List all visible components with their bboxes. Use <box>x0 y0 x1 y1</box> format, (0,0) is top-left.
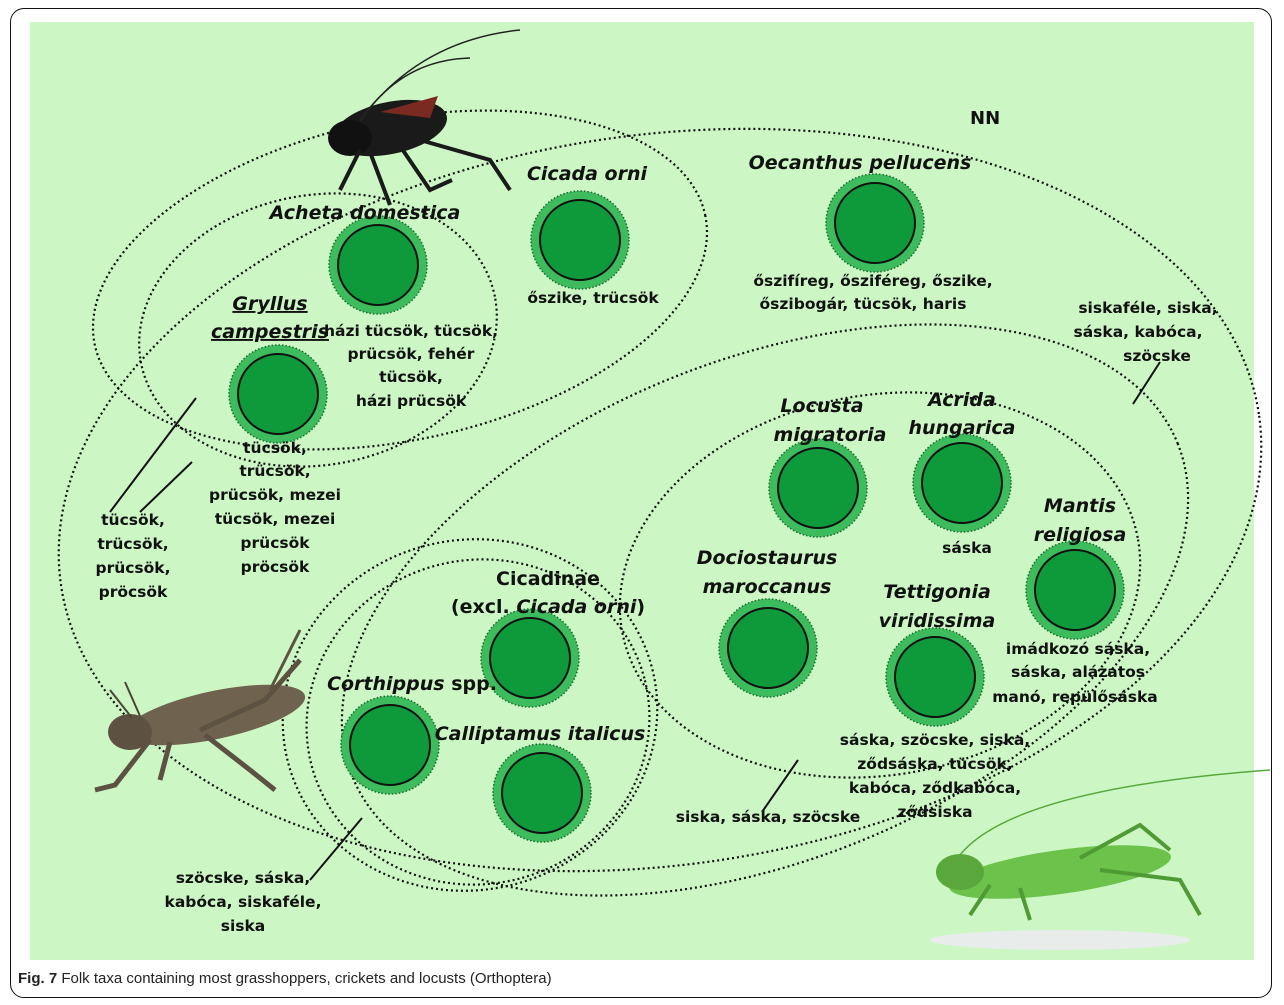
connector-locust-group <box>761 759 799 813</box>
node-mantis <box>1025 540 1125 640</box>
folk-crickets-2: trücsök, <box>97 535 168 553</box>
folk-locust-group: siska, sáska, szöcske <box>676 808 861 826</box>
label-locusta-2: migratoria <box>774 424 887 446</box>
folk-tettigonia-4: ződsiska <box>897 803 972 821</box>
label-mantis-1: Mantis <box>1044 495 1116 517</box>
species-nodes <box>228 173 1125 843</box>
folk-tettigonia-3: kabóca, ződkabóca, <box>849 779 1021 797</box>
folk-nn-1: siskaféle, siska, <box>1078 299 1217 317</box>
folk-acheta-4: házi prücsök <box>356 392 467 410</box>
folk-name-labels: őszike, trücsök őszifíreg, ősziféreg, ős… <box>95 272 1217 935</box>
node-dociostaurus <box>718 598 818 698</box>
label-tettigonia-2: viridissima <box>879 610 996 632</box>
caption-figure-number: Fig. 7 <box>18 970 58 987</box>
connector-cricket-cicada-group <box>139 461 193 513</box>
folk-gryllus-2: trücsök, <box>239 462 310 480</box>
label-dociostaurus-1: Dociostaurus <box>697 547 838 569</box>
figure-frame <box>10 8 1272 998</box>
connector-grasshopper-group <box>309 817 363 881</box>
folk-mantis-3: manó, repülősáska <box>992 688 1158 706</box>
folk-mantis-2: sáska, alázatos <box>1011 663 1145 681</box>
label-oecanthus: Oecanthus pellucens <box>749 152 972 174</box>
folk-grasshopper-1: szöcske, sáska, <box>176 869 311 887</box>
folk-grasshopper-2: kabóca, siskaféle, <box>165 893 322 911</box>
label-gryllus-2: campestris <box>211 321 329 343</box>
diagram-panel <box>30 22 1254 960</box>
folk-tettigonia-2: ződsáska, tücsök, <box>857 755 1012 773</box>
folk-acheta-2: prücsök, fehér <box>348 345 475 363</box>
grasshopper-group-outline <box>340 323 1190 897</box>
label-cicadinae-2: (excl. Cicada orni) <box>451 596 645 618</box>
node-corthippus <box>340 695 440 795</box>
species-labels: NN Cicada orni Oecanthus pellucens Achet… <box>211 108 1126 745</box>
label-acrida-1: Acrida <box>926 389 996 411</box>
node-locusta <box>768 438 868 538</box>
folk-gryllus-3: prücsök, mezei <box>209 486 341 504</box>
nn-group-outline <box>57 127 1263 873</box>
folk-crickets-1: tücsök, <box>101 511 165 529</box>
folk-nn-2: sáska, kabóca, <box>1073 323 1202 341</box>
label-cicadinae-1: Cicadinae <box>496 568 600 590</box>
folk-nn-3: szöcske <box>1123 347 1191 365</box>
folk-crickets-4: pröcsök <box>99 583 168 601</box>
node-gryllus <box>228 344 328 444</box>
folk-tettigonia-1: sáska, szöcske, siska, <box>840 731 1030 749</box>
folk-cicada-orni: őszike, trücsök <box>527 289 659 307</box>
cicadinae-inner-group-outline <box>305 558 651 886</box>
connector-lines <box>109 361 1161 881</box>
node-cicada-orni <box>530 190 630 290</box>
connector-cricket-group <box>109 397 197 513</box>
folk-acheta-3: tücsök, <box>379 368 443 386</box>
folk-gryllus-4: tücsök, mezei <box>215 510 336 528</box>
folk-oecanthus-1: őszifíreg, ősziféreg, őszike, <box>753 272 992 290</box>
cicadinae-corthippus-group-outline <box>281 538 659 892</box>
node-cicadinae <box>480 608 580 708</box>
label-cicada-orni: Cicada orni <box>527 163 648 185</box>
node-calliptamus <box>492 743 592 843</box>
folk-gryllus-5: prücsök <box>240 534 310 552</box>
folk-gryllus-6: pröcsök <box>241 558 310 576</box>
node-acrida <box>912 433 1012 533</box>
folk-oecanthus-2: őszibogár, tücsök, haris <box>760 295 967 313</box>
locust-group-outline <box>618 391 1142 779</box>
figure-caption: Fig. 7 Folk taxa containing most grassho… <box>18 970 552 987</box>
node-tettigonia <box>885 627 985 727</box>
node-acheta <box>328 215 428 315</box>
node-oecanthus <box>825 173 925 273</box>
bush-cricket-illustration <box>930 769 1271 950</box>
cricket-illustration <box>328 29 521 206</box>
folk-grasshopper-3: siska <box>221 917 266 935</box>
label-gryllus-1: Gryllus <box>232 293 307 315</box>
label-acrida-2: hungarica <box>909 417 1016 439</box>
folk-acheta-1: házi tücsök, tücsök, <box>324 322 498 340</box>
label-mantis-2: religiosa <box>1034 524 1127 546</box>
folk-acrida: sáska <box>942 539 992 557</box>
label-corthippus: Corthippus spp. <box>327 673 497 695</box>
folk-mantis-1: imádkozó sáska, <box>1006 640 1150 658</box>
caption-text: Folk taxa containing most grasshoppers, … <box>61 970 552 987</box>
grasshopper-illustration <box>94 629 306 793</box>
label-calliptamus: Calliptamus italicus <box>435 723 646 745</box>
label-nn: NN <box>970 108 1000 129</box>
folk-gryllus-1: tücsök, <box>243 439 307 457</box>
connector-nn-group <box>1132 361 1161 405</box>
label-dociostaurus-2: maroccanus <box>703 576 832 598</box>
cricket-group-outline <box>138 192 498 468</box>
label-locusta-1: Locusta <box>780 395 863 417</box>
folk-crickets-3: prücsök, <box>95 559 170 577</box>
label-acheta: Acheta domestica <box>268 202 461 224</box>
label-tettigonia-1: Tettigonia <box>883 581 991 603</box>
